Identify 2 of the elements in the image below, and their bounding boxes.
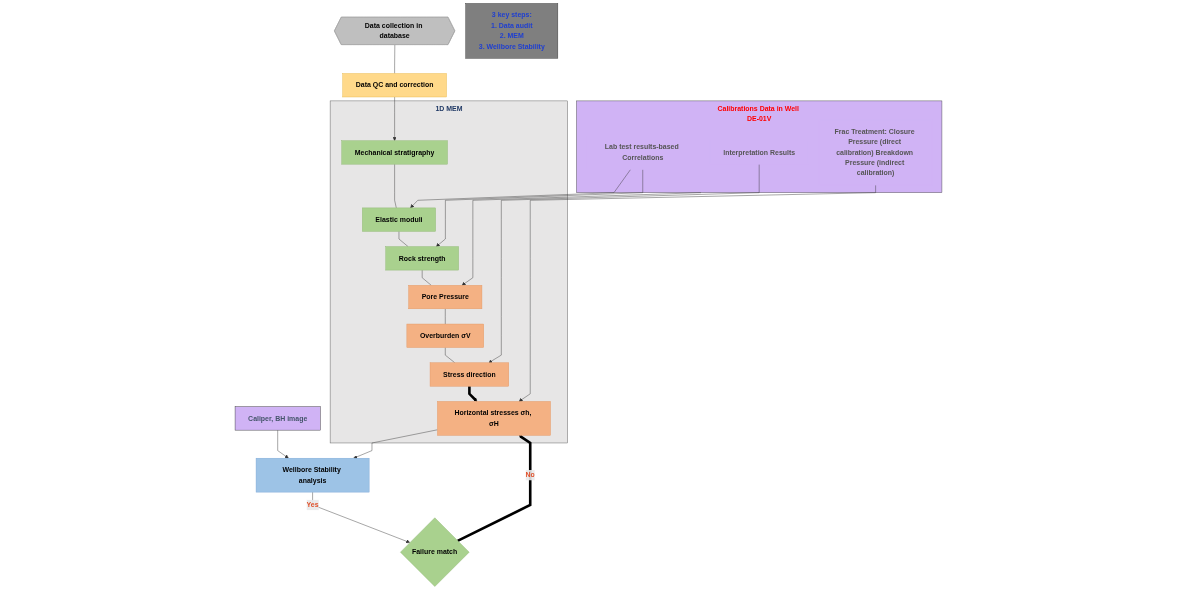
arrow	[468, 386, 478, 402]
arrow	[457, 435, 532, 542]
